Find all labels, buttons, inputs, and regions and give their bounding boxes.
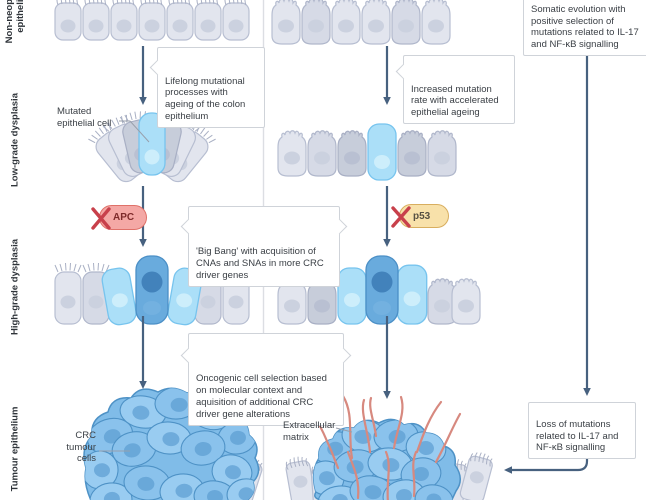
mutated-cell xyxy=(367,123,397,181)
epithelium-row-normal-left xyxy=(54,0,250,41)
flow-arrows xyxy=(139,46,591,474)
crc-tumour-cells-label: CRC tumour cells xyxy=(66,430,96,464)
epithelium-row-normal-right xyxy=(271,0,451,45)
row-label-non-neoplastic: Non-neoplastic epithelium xyxy=(4,0,26,44)
increased-mutation-text: Increased mutation rate with accelerated… xyxy=(411,83,499,119)
lifelong-mutation-box: Lifelong mutational processes with agein… xyxy=(149,47,265,128)
low-grade-dysplasia-right xyxy=(277,123,457,181)
somatic-evolution-text: Somatic evolution with positive selectio… xyxy=(531,3,639,51)
row-label-high-grade: High-grade dysplasia xyxy=(9,238,21,336)
big-bang-text: 'Big Bang' with acquisition of CNAs and … xyxy=(196,246,324,281)
apc-loss-badge: APC xyxy=(91,205,147,230)
somatic-evolution-box: Somatic evolution with positive selectio… xyxy=(523,0,646,56)
row-label-tumour: Tumour epithelium xyxy=(9,406,21,492)
high-grade-dysplasia-right xyxy=(277,255,481,325)
oncogenic-selection-box: Oncogenic cell selection based on molecu… xyxy=(180,333,352,426)
p53-loss-badge: p53 xyxy=(391,204,449,228)
red-cross-icon xyxy=(391,206,411,228)
red-cross-icon xyxy=(91,207,111,230)
row-label-low-grade: Low-grade dysplasia xyxy=(9,93,21,187)
apc-label: APC xyxy=(113,212,135,223)
loss-of-mutations-text: Loss of mutations related to IL-17 and N… xyxy=(536,418,619,454)
p53-label: p53 xyxy=(413,210,431,222)
high-grade-dysplasia-left xyxy=(54,255,250,328)
mutated-cell xyxy=(138,112,166,176)
extracellular-matrix-label: Extracellular matrix xyxy=(283,420,336,443)
low-grade-dysplasia-left xyxy=(86,108,218,187)
loss-to-tumour-arrow xyxy=(512,449,589,472)
big-bang-box: 'Big Bang' with acquisition of CNAs and … xyxy=(180,206,348,287)
loss-of-mutations-box: Loss of mutations related to IL-17 and N… xyxy=(528,402,636,460)
label-connectors xyxy=(99,120,353,452)
lifelong-mutation-text: Lifelong mutational processes with agein… xyxy=(165,75,246,122)
crc-tumour-right xyxy=(284,394,495,500)
mutated-epithelial-cell-label: Mutated epithelial cell xyxy=(57,106,112,129)
increased-mutation-box: Increased mutation rate with accelerated… xyxy=(395,55,515,124)
oncogenic-selection-text: Oncogenic cell selection based on molecu… xyxy=(196,373,327,420)
